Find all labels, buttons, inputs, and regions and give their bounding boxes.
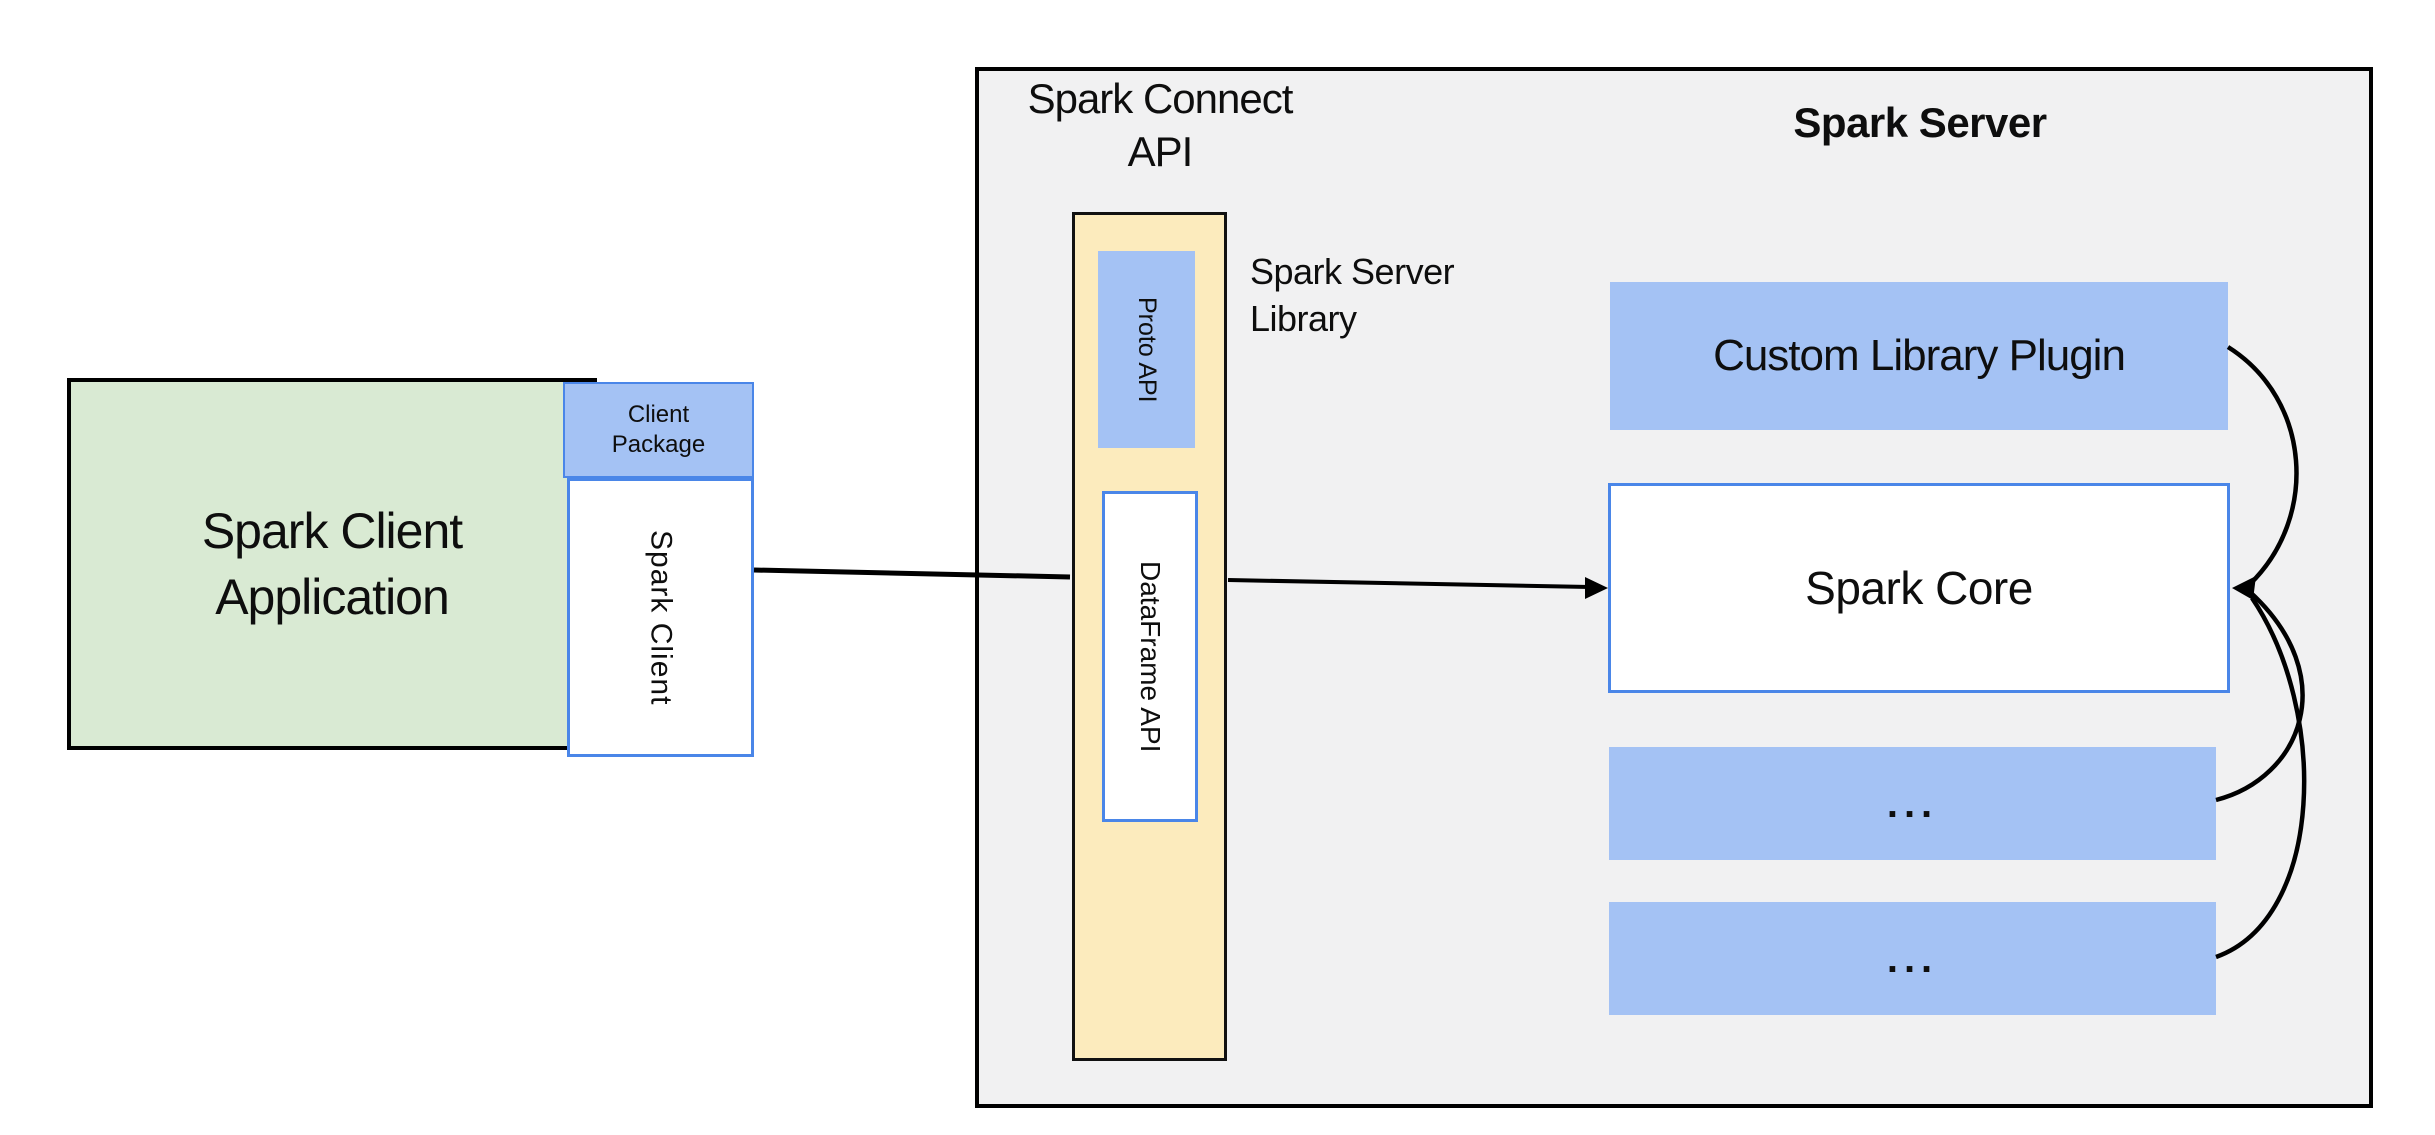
client-app-label: Spark Client Application [201,503,463,625]
proto-api-label: Proto API [1133,296,1161,403]
custom-plugin-label: Custom Library Plugin [1713,331,2126,380]
spark-core-label: Spark Core [1805,562,2033,614]
proto-api-box: Proto API [1098,251,1195,448]
plugin-ellipsis-label-1: ... [1886,781,1939,826]
spark-client-label: Spark Client [644,529,678,706]
plugin-ellipsis-box-1: ... [1609,747,2216,860]
spark-core-box: Spark Core [1608,483,2230,693]
spark-server-title: Spark Server [1793,99,2047,146]
dataframe-api-box: DataFrame API [1102,491,1198,822]
connect-api-title: Spark Connect API [1027,75,1294,175]
client-app-box: Spark Client Application [67,378,597,750]
plugin-ellipsis-label-2: ... [1886,936,1939,981]
server-library-label: Spark Server Library [1250,251,1455,339]
client-package-label: Client Package [611,401,706,458]
dataframe-api-label: DataFrame API [1135,560,1166,753]
client-package-box: Client Package [563,382,754,478]
plugin-ellipsis-box-2: ... [1609,902,2216,1015]
custom-plugin-box: Custom Library Plugin [1610,282,2228,430]
spark-client-box: Spark Client [567,478,754,757]
